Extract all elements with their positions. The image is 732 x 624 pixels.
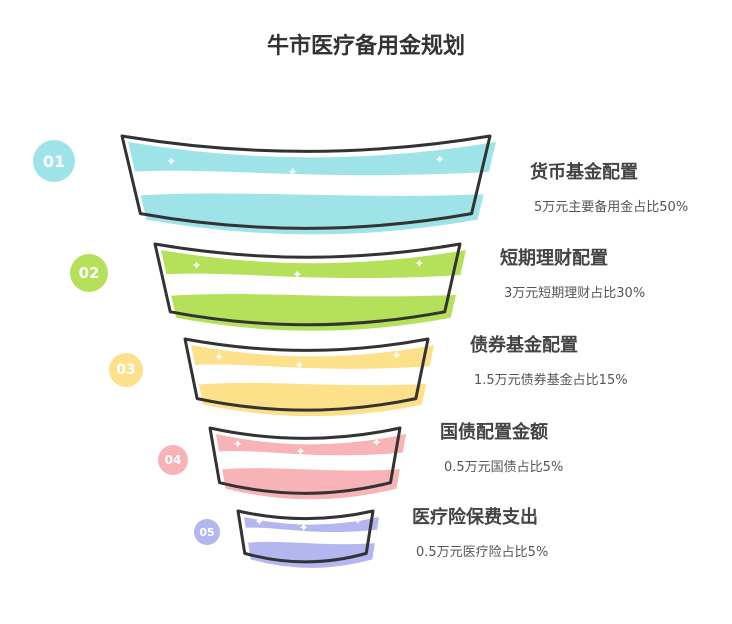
funnel-stage-3: ✦ ✦ ✦	[183, 337, 434, 417]
funnel-stage-2: ✦ ✦ ✦	[153, 242, 466, 331]
funnel-stage-1: ✦ ✦ ✦	[120, 134, 496, 235]
stage-description: 5万元主要备用金占比50%	[534, 200, 689, 215]
stage-outline	[153, 242, 462, 327]
sparkle-icon: ✦	[192, 259, 202, 273]
stage-title: 医疗险保费支出	[412, 507, 538, 528]
funnel-stage-5: ✦ ✦ ✦	[236, 509, 379, 568]
stage-description: 0.5万元国债占比5%	[444, 460, 564, 475]
stage-wave-band	[128, 170, 496, 198]
stage-description: 1.5万元债券基金占比15%	[474, 373, 628, 388]
stage-number-badge: 03	[109, 353, 143, 387]
stage-description: 0.5万元医疗险占比5%	[416, 545, 549, 560]
sparkle-icon: ✦	[296, 444, 306, 458]
sparkle-icon: ✦	[372, 435, 382, 449]
sparkle-icon: ✦	[299, 521, 309, 535]
stage-number-badge: 05	[194, 519, 220, 545]
stage-label: 国债配置金额 0.5万元国债占比5%	[440, 418, 563, 475]
stage-wave-band	[191, 364, 434, 387]
sparkle-icon: ✦	[233, 437, 243, 451]
sparkle-icon: ✦	[353, 513, 363, 527]
stage-label: 短期理财配置 3万元短期理财占比30%	[500, 244, 645, 301]
stage-wave-band	[216, 450, 406, 472]
stage-title: 货币基金配置	[530, 162, 638, 183]
stage-outline	[208, 426, 402, 495]
stage-label: 医疗险保费支出 0.5万元医疗险占比5%	[412, 503, 548, 560]
stage-outline	[236, 509, 375, 564]
funnel-stage-4: ✦ ✦ ✦	[208, 426, 406, 500]
stage-title: 国债配置金额	[440, 422, 548, 443]
sparkle-icon: ✦	[414, 257, 424, 271]
stage-outline	[120, 134, 492, 230]
stage-label: 债券基金配置 1.5万元债券基金占比15%	[470, 331, 628, 388]
sparkle-icon: ✦	[435, 153, 445, 167]
stage-number-badge: 01	[33, 140, 75, 182]
sparkle-icon: ✦	[292, 268, 302, 282]
stage-number-badge: 02	[70, 254, 108, 292]
stage-number-badge: 04	[158, 445, 188, 475]
stage-wave-band	[161, 273, 466, 298]
sparkle-icon: ✦	[166, 155, 176, 169]
page-title: 牛市医疗备用金规划	[266, 34, 465, 59]
stage-title: 债券基金配置	[470, 335, 578, 356]
stage-description: 3万元短期理财占比30%	[504, 286, 646, 301]
stage-outline	[183, 337, 430, 412]
stage-title: 短期理财配置	[500, 248, 608, 269]
stage-wave-band	[244, 527, 379, 546]
sparkle-icon: ✦	[288, 165, 298, 179]
sparkle-icon: ✦	[214, 350, 224, 364]
sparkle-icon: ✦	[392, 348, 402, 362]
stage-label: 货币基金配置 5万元主要备用金占比50%	[530, 158, 688, 215]
sparkle-icon: ✦	[294, 358, 304, 372]
sparkle-icon: ✦	[254, 515, 264, 529]
